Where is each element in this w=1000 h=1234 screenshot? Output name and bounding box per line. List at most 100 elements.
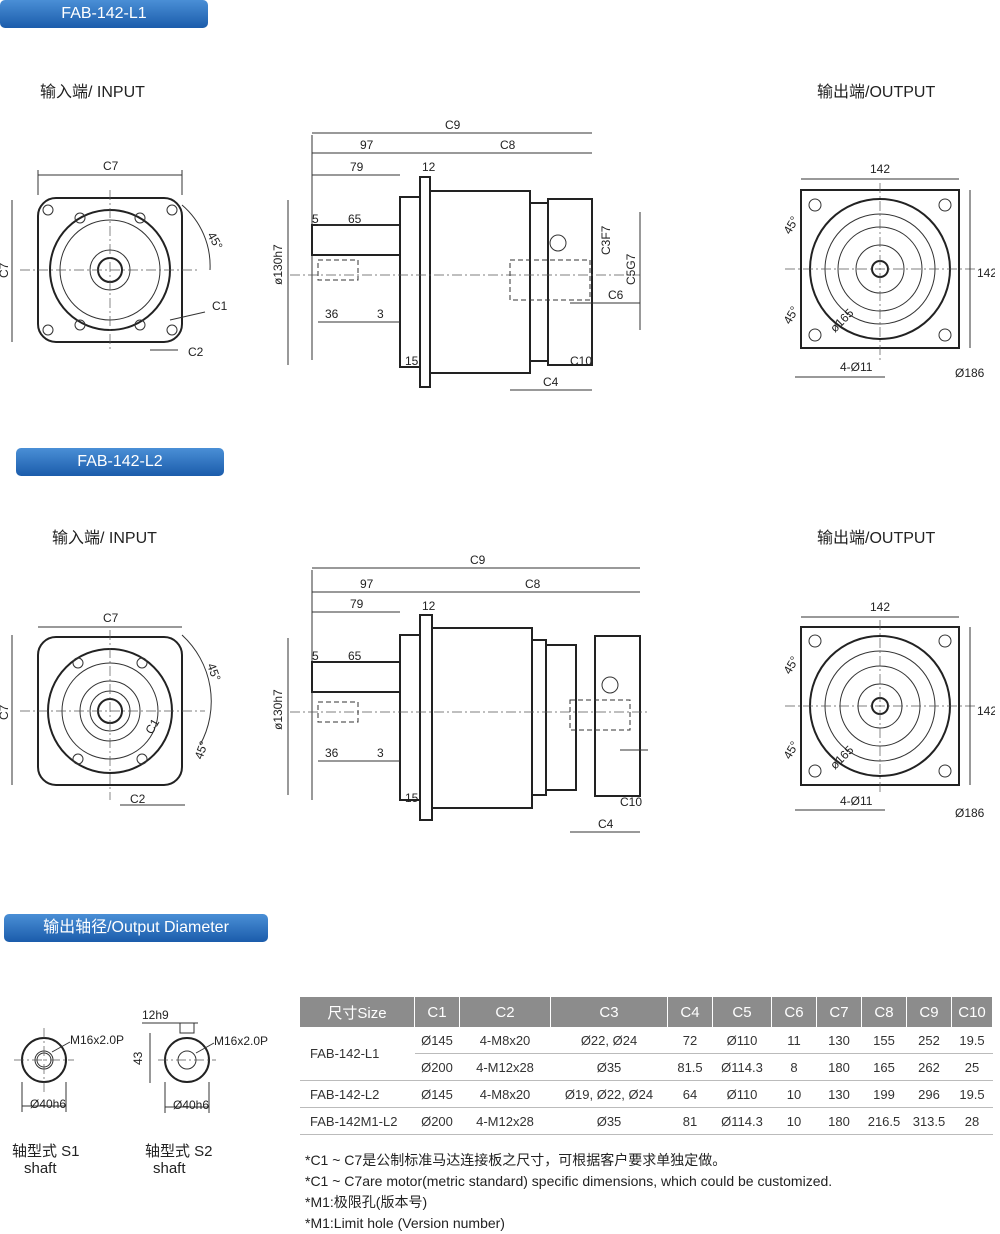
dim-142-side-l1: 142 — [977, 266, 995, 280]
l1-side-view: C9 97 C8 79 12 5 65 ø130h7 36 3 15 C3F7 … — [271, 118, 641, 391]
note-line: *C1 ~ C7是公制标准马达连接板之尺寸，可根据客户要求单独定做。 — [305, 1152, 727, 1168]
cell: 180 — [816, 1053, 862, 1081]
dim-c4-l1: C4 — [543, 375, 559, 389]
dim-45b-l1: 45° — [780, 304, 801, 327]
shaft-s2-drawing: 12h9 43 M16x2.0P Ø40h6 — [131, 1008, 268, 1113]
l2-side-view: C9 97 C8 79 12 5 65 ø130h7 36 3 15 C3F7 … — [271, 553, 648, 833]
input-label-l1: 输入端/ INPUT — [40, 84, 145, 101]
cell: Ø145 — [414, 1027, 460, 1054]
dim-65-l1: 65 — [348, 212, 362, 226]
dim-45a-l1: 45° — [780, 214, 801, 237]
dim-c9-l1: C9 — [445, 118, 461, 132]
dim-c7-top: C7 — [103, 159, 119, 173]
dim-c2-l1: C2 — [188, 345, 204, 359]
header-c5: C5 — [712, 997, 772, 1027]
dim-holes-l2: 4-Ø11 — [840, 794, 873, 808]
dim-186-l1: Ø186 — [955, 366, 985, 380]
cell: 4-M12x28 — [459, 1107, 551, 1135]
table-row: FAB-142-L1 Ø145 4-M8x20 Ø22, Ø24 72 Ø110… — [300, 1027, 993, 1081]
cell: 8 — [771, 1053, 817, 1081]
section-tag-l1: FAB-142-L1 — [0, 0, 208, 28]
cell: 25 — [951, 1053, 993, 1081]
cell: 64 — [667, 1080, 713, 1108]
l1-output-view: 142 142 45° 45° ø165 4-Ø11 Ø186 — [780, 162, 995, 380]
note-line: *C1 ~ C7are motor(metric standard) speci… — [305, 1173, 833, 1189]
shaft-s1-drawing: M16x2.0P Ø40h6 — [14, 1028, 124, 1112]
s2-thread: M16x2.0P — [214, 1034, 268, 1048]
dim-142-top-l2: 142 — [870, 600, 890, 614]
s2-dia: Ø40h6 — [173, 1098, 209, 1112]
header-c8: C8 — [861, 997, 907, 1027]
s2-key: 12h9 — [142, 1008, 169, 1022]
cell: 262 — [906, 1053, 952, 1081]
dim-c3f7-l1: C3F7 — [599, 225, 613, 255]
dim-12-l2: 12 — [422, 599, 436, 613]
dim-142-top-l1: 142 — [870, 162, 890, 176]
table-row: Ø200 4-M12x28 Ø35 81.5 Ø114.3 8 180 165 … — [300, 1053, 993, 1081]
s2-height: 43 — [131, 1051, 145, 1065]
dim-130-l2: ø130h7 — [271, 689, 285, 730]
dim-45-l1-in: 45° — [204, 230, 225, 253]
s1-label-en: shaft — [24, 1160, 57, 1177]
table-header-row: 尺寸Size C1 C2 C3 C4 C5 C6 C7 C8 C9 C10 — [300, 997, 993, 1027]
dim-c2-l2: C2 — [130, 792, 146, 806]
header-c7: C7 — [816, 997, 862, 1027]
note-line: *M1:极限孔(版本号) — [305, 1194, 428, 1210]
dim-5-l1: 5 — [312, 212, 319, 226]
cell: Ø35 — [550, 1053, 668, 1081]
dim-45a-l2-in: 45° — [204, 661, 223, 683]
dim-79-l1: 79 — [350, 160, 364, 174]
cell-model: FAB-142-L2 — [300, 1080, 415, 1108]
cell: 130 — [816, 1027, 862, 1054]
header-c6: C6 — [771, 997, 817, 1027]
header-c9: C9 — [906, 997, 952, 1027]
cell: Ø114.3 — [712, 1053, 772, 1081]
cell: 19.5 — [951, 1080, 993, 1108]
dim-c6-l1: C6 — [608, 288, 624, 302]
cell-model: FAB-142M1-L2 — [300, 1107, 415, 1135]
s1-thread: M16x2.0P — [70, 1033, 124, 1047]
s2-label-cn: 轴型式 S2 — [145, 1143, 213, 1160]
output-label-l1: 输出端/OUTPUT — [817, 84, 936, 101]
table-row: FAB-142-L2 Ø145 4-M8x20 Ø19, Ø22, Ø24 64… — [300, 1080, 993, 1108]
dim-3-l1: 3 — [377, 307, 384, 321]
cell: 199 — [861, 1080, 907, 1108]
dim-c7-side-l2: C7 — [0, 704, 11, 720]
dim-36-l1: 36 — [325, 307, 339, 321]
header-c2: C2 — [459, 997, 551, 1027]
l2-input-view: C7 C7 45° 45° C1 C2 — [0, 611, 224, 806]
dim-142-side-l2: 142 — [977, 704, 995, 718]
spec-table: 尺寸Size C1 C2 C3 C4 C5 C6 C7 C8 C9 C10 FA… — [300, 997, 993, 1135]
table-row: FAB-142M1-L2 Ø200 4-M12x28 Ø35 81 Ø114.3… — [300, 1107, 993, 1135]
output-label-l2: 输出端/OUTPUT — [817, 530, 936, 547]
dim-45b-l2-in: 45° — [192, 739, 211, 761]
cell: 296 — [906, 1080, 952, 1108]
cell: 11 — [771, 1027, 817, 1054]
cell: 165 — [861, 1053, 907, 1081]
s1-dia: Ø40h6 — [30, 1097, 66, 1111]
dim-3-l2: 3 — [377, 746, 384, 760]
s2-label-en: shaft — [153, 1160, 186, 1177]
cell: Ø110 — [712, 1027, 772, 1054]
cell: 10 — [771, 1107, 817, 1135]
header-c4: C4 — [667, 997, 713, 1027]
cell: 252 — [906, 1027, 952, 1054]
cell: Ø145 — [414, 1080, 460, 1108]
cell: Ø200 — [414, 1107, 460, 1135]
dim-12-l1: 12 — [422, 160, 436, 174]
dim-165-l1: ø165 — [827, 306, 856, 335]
dim-c5g7-l1: C5G7 — [624, 253, 638, 285]
cell: 216.5 — [861, 1107, 907, 1135]
dim-c10-l2: C10 — [620, 795, 642, 809]
header-c1: C1 — [414, 997, 460, 1027]
dim-c8-l2: C8 — [525, 577, 541, 591]
cell: 81 — [667, 1107, 713, 1135]
dim-45b-l2: 45° — [780, 739, 801, 762]
cell: 130 — [816, 1080, 862, 1108]
note-line: *M1:Limit hole (Version number) — [305, 1215, 505, 1231]
dim-130-l1: ø130h7 — [271, 244, 285, 285]
dim-97-l1: 97 — [360, 138, 374, 152]
cell: 28 — [951, 1107, 993, 1135]
l2-output-view: 142 142 45° 45° ø165 4-Ø11 Ø186 — [780, 600, 995, 820]
dim-15-l2: 15 — [405, 791, 419, 805]
